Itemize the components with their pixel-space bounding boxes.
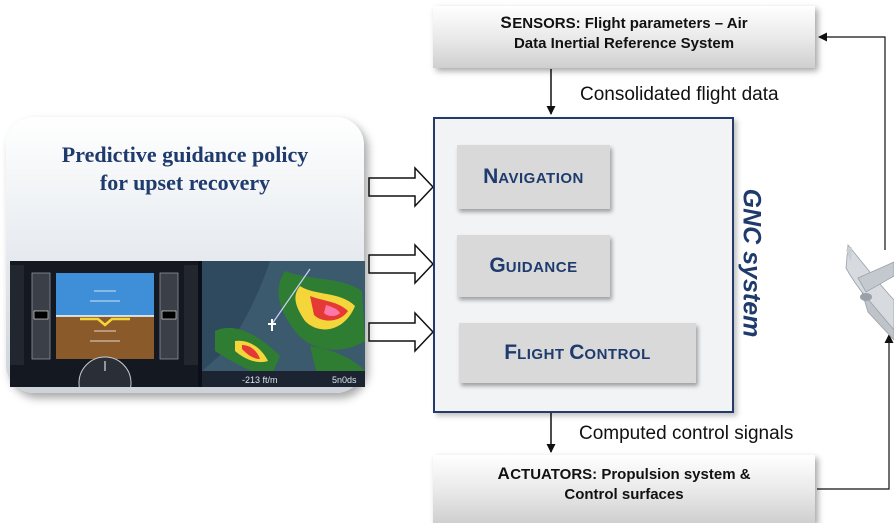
- sensors-keyword-cap: S: [500, 13, 513, 32]
- aircraft-to-sensors-arrow: [818, 32, 886, 250]
- flight-control-rest-2: ONTROL: [584, 346, 651, 363]
- sensors-keyword-rest: ENSORS: [512, 15, 576, 32]
- guidance-module: GUIDANCE: [457, 235, 610, 297]
- sensors-line-2: Data Inertial Reference System: [513, 35, 735, 52]
- navigation-rest: AVIGATION: [498, 170, 584, 187]
- sensors-line-1-rest: : Flight parameters – Air: [575, 15, 748, 32]
- policy-to-gnc-arrow-1: [368, 166, 435, 208]
- flight-control-module: FLIGHT CONTROL: [459, 323, 696, 383]
- aircraft-icon: [845, 243, 894, 341]
- cockpit-display-image: -213 ft/m 5n0ds: [10, 261, 365, 387]
- sensors-line-1: SENSORS: Flight parameters – Air: [433, 13, 815, 34]
- flight-control-cap-2: C: [569, 341, 585, 364]
- actuators-line-1: ACTUATORS: Propulsion system &: [433, 464, 815, 485]
- policy-title-line-1: Predictive guidance policy: [61, 142, 309, 167]
- actuators-line-1-rest: : Propulsion system &: [592, 466, 751, 483]
- policy-title: Predictive guidance policy for upset rec…: [6, 141, 364, 197]
- vertical-speed-readout: -213 ft/m: [242, 375, 278, 385]
- sensors-box: SENSORS: Flight parameters – Air Data In…: [433, 6, 815, 68]
- guidance-cap: G: [489, 254, 506, 277]
- cockpit-display-illustration: -213 ft/m 5n0ds: [10, 261, 365, 387]
- navigation-cap: N: [483, 165, 499, 188]
- actuators-to-aircraft-arrow: [817, 334, 894, 490]
- guidance-rest: UIDANCE: [505, 259, 578, 276]
- navigation-module: NAVIGATION: [457, 145, 610, 209]
- tail-readout: 5n0ds: [332, 375, 357, 385]
- policy-to-gnc-arrow-2: [368, 243, 435, 285]
- actuators-keyword-rest: CTUATORS: [510, 466, 593, 483]
- actuators-line-2: Control surfaces: [564, 486, 684, 503]
- actuators-box: ACTUATORS: Propulsion system & Control s…: [433, 455, 815, 523]
- policy-to-gnc-arrow-3: [368, 311, 435, 353]
- policy-title-line-2: for upset recovery: [99, 170, 271, 195]
- flight-control-cap-1: F: [504, 341, 518, 364]
- actuators-keyword-cap: A: [497, 464, 511, 483]
- consolidated-flight-data-label: Consolidated flight data: [580, 84, 779, 105]
- flight-control-rest-1: LIGHT: [517, 346, 570, 363]
- gnc-system-title: GNC system: [737, 188, 766, 338]
- computed-control-signals-label: Computed control signals: [579, 423, 794, 444]
